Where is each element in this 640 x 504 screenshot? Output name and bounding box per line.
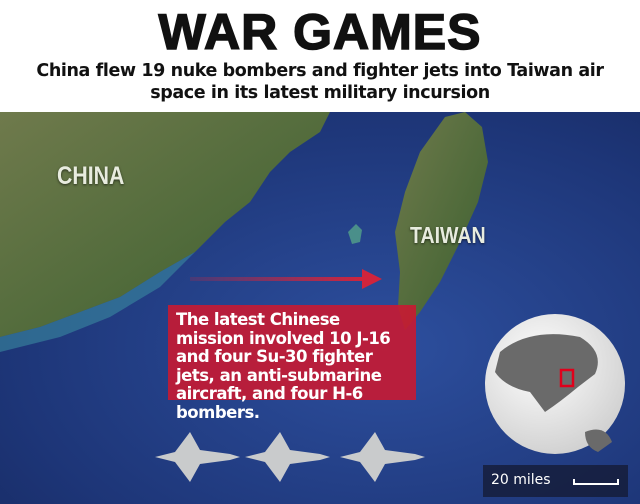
locator-globe bbox=[485, 314, 625, 454]
china-label: CHINA bbox=[57, 162, 125, 190]
jet-icon bbox=[340, 432, 425, 482]
taiwan-label: TAIWAN bbox=[410, 222, 486, 248]
jet-icon bbox=[245, 432, 330, 482]
penghu-islands bbox=[348, 224, 362, 244]
page-title: WAR GAMES bbox=[158, 3, 482, 61]
header: WAR GAMES China flew 19 nuke bombers and… bbox=[0, 0, 640, 112]
map: CHINA TAIWAN The latest Chinese mission … bbox=[0, 112, 640, 504]
taiwan-island bbox=[395, 112, 488, 330]
scale-label: 20 miles bbox=[491, 472, 551, 488]
china-coast bbox=[0, 112, 330, 337]
taiwan-locator-box bbox=[559, 368, 575, 388]
china-shallow-water bbox=[0, 252, 195, 352]
scale-bar bbox=[573, 479, 619, 485]
scale-indicator: 20 miles bbox=[483, 465, 628, 497]
fighter-jets bbox=[155, 432, 425, 482]
attack-arrow bbox=[190, 269, 382, 289]
landmass-layer bbox=[0, 112, 625, 482]
page-subtitle: China flew 19 nuke bombers and fighter j… bbox=[36, 61, 604, 103]
jet-icon bbox=[155, 432, 240, 482]
mission-info-box: The latest Chinese mission involved 10 J… bbox=[168, 305, 416, 421]
